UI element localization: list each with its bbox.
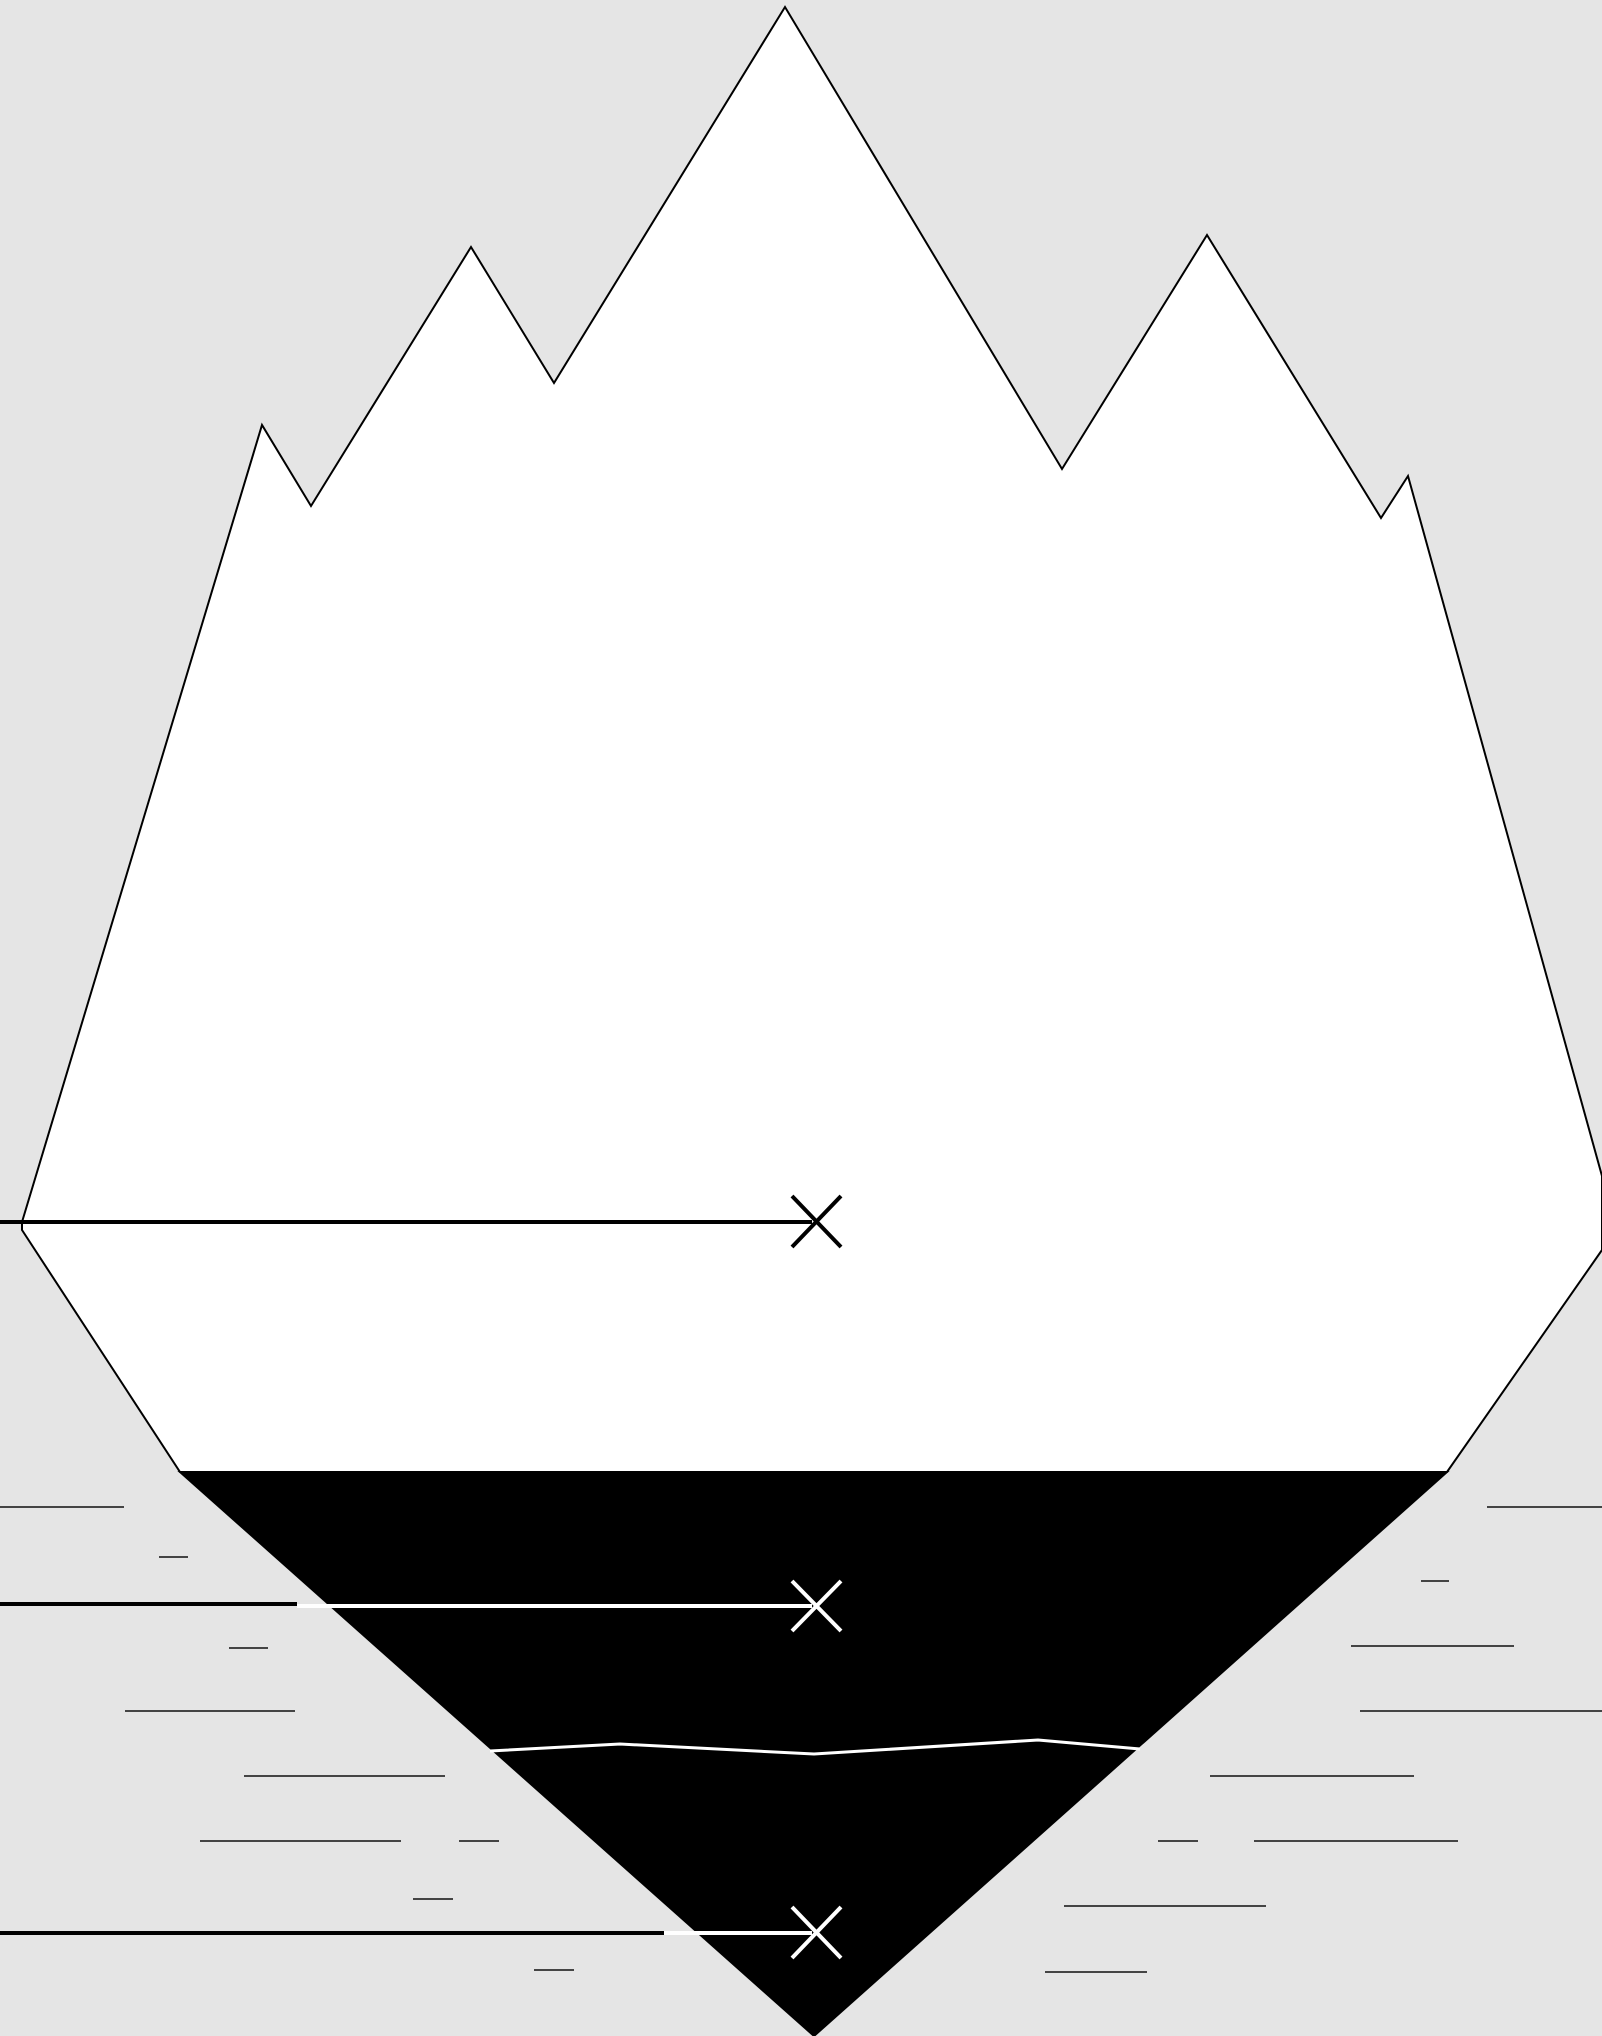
iceberg-diagram-canvas	[0, 0, 1602, 2036]
iceberg-diagram	[0, 0, 1602, 2036]
